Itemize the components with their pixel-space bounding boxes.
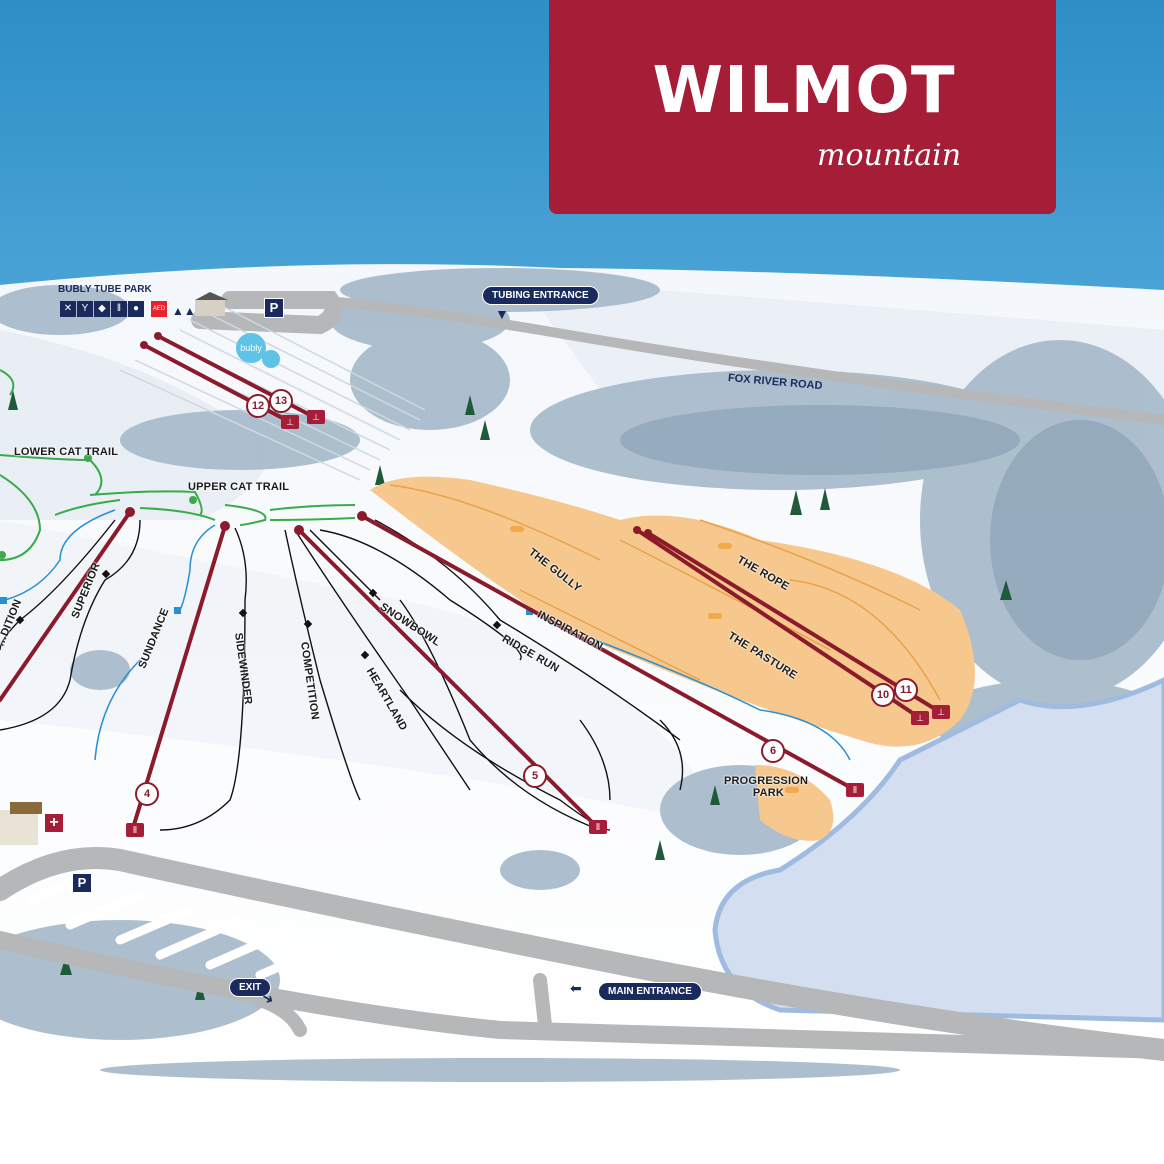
progression-park-label[interactable]: PROGRESSION PARK	[724, 775, 809, 799]
exit-sign: EXIT	[229, 978, 272, 997]
down-arrow-icon: ▼	[495, 306, 509, 322]
chairlift-icon: ⦀	[846, 783, 864, 797]
parking-lot	[25, 875, 335, 980]
first-aid-icon: +	[45, 814, 63, 832]
main-parking-sign: P	[72, 873, 92, 893]
lift-12-marker[interactable]: 12	[246, 394, 270, 418]
wilmot-sponsor-badge	[262, 350, 280, 368]
wilmot-logo: WILMOT mountain	[549, 0, 1056, 214]
roads	[0, 291, 1164, 1061]
trail-upper-cat-trail[interactable]: UPPER CAT TRAIL	[188, 481, 290, 493]
chairlift-icon: ⦀	[589, 820, 607, 834]
lift-5-marker[interactable]: 5	[523, 764, 547, 788]
lift-11-marker[interactable]: 11	[894, 678, 918, 702]
lift-6-marker[interactable]: 6	[761, 739, 785, 763]
lessons-icon: ●	[128, 301, 144, 317]
lift-4-marker[interactable]: 4	[135, 782, 159, 806]
bar-icon: Y	[77, 301, 93, 317]
lift-13-marker[interactable]: 13	[269, 389, 293, 413]
chairlift-icon: ⦀	[126, 823, 144, 837]
tubing-entrance-sign: TUBING ENTRANCE	[482, 286, 599, 305]
tube-park-title: BUBLY TUBE PARK	[58, 284, 152, 295]
left-arrow-icon: ⬅	[570, 980, 582, 996]
dining-icon: ✕	[60, 301, 76, 317]
mountain-icon: ▲▲	[172, 304, 196, 318]
blue-trails	[4, 509, 851, 761]
aed-icon: AED	[151, 301, 167, 317]
lift-10-marker[interactable]: 10	[871, 683, 895, 707]
progression-park-area	[755, 765, 834, 841]
rental-icon: ◆	[94, 301, 110, 317]
green-trails	[0, 369, 356, 561]
surface-lift-icon: ⊥	[932, 705, 950, 719]
conifer-trees	[8, 390, 1012, 1000]
lodge-building	[0, 292, 228, 845]
surface-lift-icon: ⊥	[911, 711, 929, 725]
logo-title: WILMOT	[652, 54, 956, 128]
tube-park-parking-sign: P	[264, 298, 284, 318]
trail-lower-cat-trail[interactable]: LOWER CAT TRAIL	[14, 446, 119, 458]
terrain-park-area	[370, 476, 975, 747]
lake	[712, 677, 1164, 1023]
surface-lift-icon: ⊥	[281, 415, 299, 429]
logo-subtitle: mountain	[817, 138, 962, 173]
restrooms-icon: ‖	[111, 301, 127, 317]
bubly-sponsor-badge: bubly	[236, 333, 266, 363]
main-entrance-sign: MAIN ENTRANCE	[598, 982, 702, 1001]
surface-lift-icon: ⊥	[307, 410, 325, 424]
